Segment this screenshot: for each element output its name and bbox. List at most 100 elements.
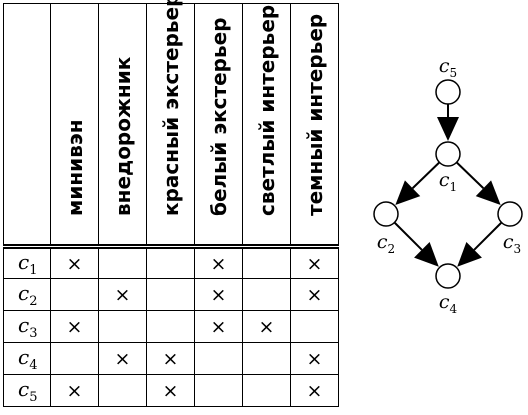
object-row: c4 × × ×	[3, 342, 339, 375]
object-subscript: 5	[29, 389, 38, 405]
object-row: c2 × × ×	[3, 278, 339, 311]
cross-mark: ×	[258, 315, 275, 338]
object-subscript: 3	[29, 325, 38, 341]
formal-context-table: минивэн внедорожник красный экстерьер бе…	[3, 0, 339, 407]
cross-mark: ×	[114, 347, 131, 370]
cross-mark: ×	[306, 252, 323, 275]
object-name: c	[18, 344, 30, 369]
attribute-header: внедорожник	[98, 3, 147, 247]
corner-cell	[3, 3, 51, 247]
object-subscript: 2	[29, 293, 38, 309]
object-label: c2	[3, 278, 51, 311]
object-label: c3	[3, 310, 51, 343]
incidence-cell: ×	[98, 278, 147, 311]
lattice-edges	[393, 104, 503, 267]
cross-mark: ×	[162, 379, 179, 402]
lattice-node	[497, 201, 523, 227]
lattice-node	[435, 79, 461, 105]
incidence-cell	[242, 374, 291, 407]
incidence-cell	[194, 374, 243, 407]
object-name: c	[18, 312, 30, 337]
incidence-cell: ×	[290, 342, 339, 375]
attribute-header-row: минивэн внедорожник красный экстерьер бе…	[3, 0, 339, 247]
attribute-label: белый экстерьер	[206, 17, 231, 216]
cross-mark: ×	[114, 283, 131, 306]
arrow-head	[475, 180, 501, 205]
incidence-cell: ×	[98, 342, 147, 375]
lattice-edge	[393, 221, 423, 251]
cross-mark: ×	[210, 315, 227, 338]
cross-mark: ×	[210, 252, 227, 275]
incidence-cell: ×	[290, 244, 339, 279]
incidence-cell: ×	[290, 278, 339, 311]
attribute-header: светлый интерьер	[242, 3, 291, 247]
arrow-head	[457, 242, 482, 267]
object-row: c5 × × ×	[4, 374, 339, 407]
attribute-label: светлый интерьер	[254, 4, 279, 216]
object-subscript: 1	[29, 262, 38, 278]
arrow-head	[437, 117, 459, 141]
lattice-edge	[411, 161, 441, 189]
object-name: c	[18, 376, 30, 401]
attribute-label: минивэн	[62, 119, 87, 216]
incidence-cell: ×	[194, 244, 243, 279]
incidence-cell	[146, 278, 195, 311]
object-rows: c1×××c2×××c3×××c4×××c5×××	[3, 244, 339, 407]
incidence-cell: ×	[50, 310, 99, 343]
lattice-node	[373, 201, 399, 227]
lattice-edge	[455, 161, 485, 189]
incidence-cell	[242, 342, 291, 375]
object-label: c5	[4, 375, 51, 407]
attribute-header: красный экстерьер	[146, 0, 195, 247]
cross-mark: ×	[66, 379, 83, 402]
cross-mark: ×	[162, 347, 179, 370]
lattice-node-label: c3	[503, 231, 521, 256]
incidence-cell	[98, 310, 147, 343]
incidence-cell	[194, 342, 243, 375]
incidence-cell	[146, 244, 195, 279]
lattice-edge	[473, 221, 503, 251]
attribute-label: темный интерьер	[302, 13, 327, 216]
incidence-cell: ×	[50, 244, 99, 279]
cross-mark: ×	[306, 347, 323, 370]
object-row: c1 × × ×	[3, 244, 339, 279]
attribute-header: белый экстерьер	[194, 3, 243, 247]
lattice-node	[435, 141, 461, 167]
incidence-cell	[50, 342, 99, 375]
incidence-cell: ×	[50, 374, 99, 407]
lattice-node-label: c5	[439, 55, 457, 80]
incidence-cell	[50, 278, 99, 311]
incidence-cell	[146, 310, 195, 343]
cross-mark: ×	[210, 283, 227, 306]
incidence-cell: ×	[146, 342, 195, 375]
attribute-header: минивэн	[50, 3, 99, 247]
object-name: c	[18, 280, 30, 305]
incidence-cell: ×	[290, 374, 339, 407]
lattice-node-label: c4	[439, 291, 458, 316]
lattice-node-label: c2	[377, 231, 395, 256]
incidence-cell: ×	[242, 310, 291, 343]
incidence-cell: ×	[146, 374, 195, 407]
object-label: c4	[3, 342, 51, 375]
cross-mark: ×	[66, 252, 83, 275]
incidence-cell	[98, 374, 147, 407]
attribute-label: внедорожник	[110, 56, 135, 216]
lattice-node	[435, 263, 461, 289]
cross-mark: ×	[306, 379, 323, 402]
object-row: c3×××	[3, 310, 339, 343]
incidence-cell: ×	[194, 278, 243, 311]
incidence-cell	[98, 244, 147, 279]
arrow-head	[395, 180, 421, 205]
object-name: c	[18, 249, 30, 274]
incidence-cell	[290, 310, 339, 343]
incidence-cell	[242, 244, 291, 279]
attribute-header: темный интерьер	[290, 3, 339, 247]
cross-mark: ×	[306, 283, 323, 306]
attribute-label: красный экстерьер	[158, 0, 183, 216]
incidence-cell	[242, 278, 291, 311]
object-subscript: 4	[29, 357, 38, 373]
incidence-cell: ×	[194, 310, 243, 343]
object-label: c1	[3, 244, 51, 279]
